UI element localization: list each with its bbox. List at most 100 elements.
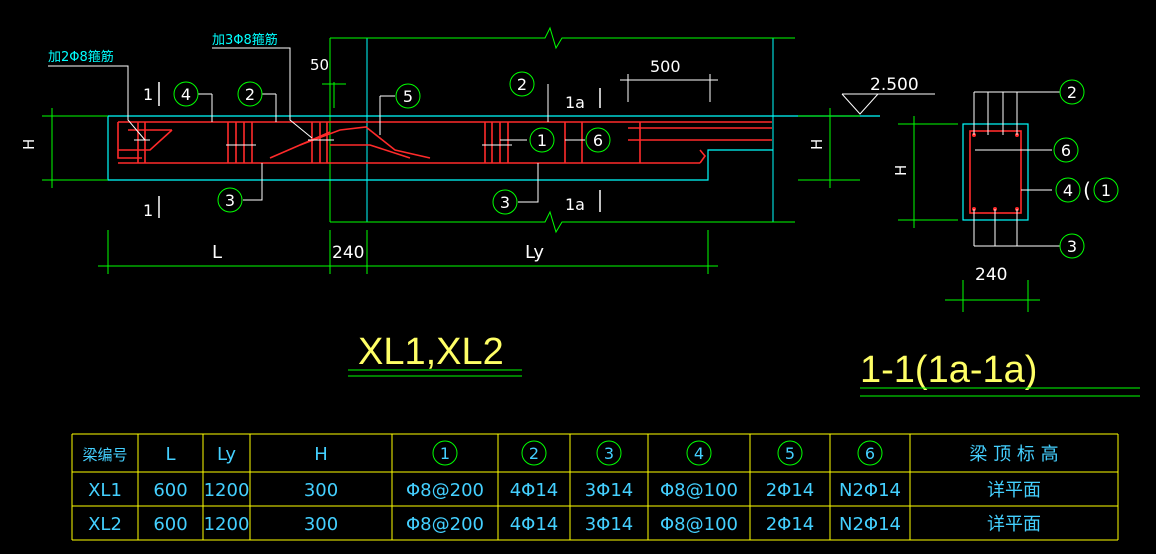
callout-5-text: 5 [403,87,413,106]
dim-bottom [98,230,718,274]
section-marks [158,82,601,218]
dim-Ly-label: Ly [525,242,544,263]
section-callout-4: 4 [1063,181,1073,200]
table-header-cell: 6 [865,444,875,463]
table-cell: Φ8@100 [660,480,738,501]
callout-3b [492,189,518,215]
dim-h-left [42,108,108,188]
section-callout-6: 6 [1061,141,1071,160]
table-header-cell: L [165,444,175,465]
section-title: 1-1(1a-1a) [860,349,1037,391]
table-cell: 详平面 [987,514,1041,535]
table-cell: N2Φ14 [839,480,901,501]
callout-circles [173,71,611,215]
main-title: XL1,XL2 [358,331,504,373]
callout-3 [217,187,243,213]
break-line-top [330,26,795,50]
h-mid-label: H [808,139,826,150]
section-1a-top: 1a [565,93,585,112]
table-cell: XL1 [88,480,122,501]
rebar-bent [269,126,431,159]
h-section-label: H [892,165,910,176]
callout-2-text: 2 [245,85,255,104]
table-header-circle [521,440,547,466]
table-cell: 300 [304,480,338,501]
section-1-top: 1 [143,85,153,104]
table-cell: Φ8@200 [406,514,484,535]
rebar-bent-3 [299,131,331,146]
table-header-cell: 1 [440,444,450,463]
section-dims [898,116,1040,312]
callout-1-text: 1 [537,131,547,150]
callout-4-text: 4 [181,85,191,104]
callout-6 [585,127,611,153]
section-1a-bottom: 1a [565,195,585,214]
section-240-label: 240 [975,265,1007,285]
callout-3-text: 3 [225,191,235,210]
table-header-circle [777,440,803,466]
table-header-cell: 5 [785,444,795,463]
break-line-bottom [330,210,795,234]
table-cell: 300 [304,514,338,535]
section-callout-1: 1 [1101,181,1111,200]
rebar-bent-2 [330,144,411,159]
table-cell: N2Φ14 [839,514,901,535]
beam-outline [107,116,773,181]
dim-500 [620,74,718,102]
callout-6-text: 6 [593,131,603,150]
table-cell: 3Φ14 [585,514,634,535]
section-callout-3: 3 [1067,237,1077,256]
dim-500-label: 500 [650,57,681,76]
callout-4 [173,81,199,107]
dim-50-label: 50 [310,56,329,74]
table-header-cell: H [314,444,328,465]
section-1-bottom: 1 [143,201,153,220]
table-cell: 4Φ14 [510,514,559,535]
table-header-cell: 4 [694,444,704,463]
table-cell: Φ8@200 [406,480,484,501]
beam-elevation: 加2Φ8箍筋 加3Φ8箍筋 50 500 2.500 1 1 1a 1a H H… [20,26,935,377]
table-header-cell: 2 [529,444,539,463]
table-cell: 4Φ14 [510,480,559,501]
elevation-label: 2.500 [870,75,919,95]
section-paren-open: ( [1083,178,1091,202]
stirrup2-label: 加2Φ8箍筋 [48,49,114,65]
table-cell: 1200 [204,514,250,535]
section-leaders [973,91,1060,247]
table-header-circle [596,440,622,466]
table-header-cell: 梁编号 [82,446,127,464]
table-header-cell: Ly [217,444,236,465]
callout-3b-text: 3 [500,193,510,212]
rebar-short-2 [118,129,173,151]
table-cell: 2Φ14 [766,480,815,501]
callout-2 [237,81,263,107]
leader-lines [48,47,585,203]
section-callouts [1053,79,1119,259]
dim-50 [322,82,346,108]
section-view: 2 6 4 ( 1 3 H 240 1-1(1a-1a) [860,79,1140,397]
table-header-circle [857,440,883,466]
callout-1 [529,127,555,153]
table-cell: 详平面 [987,480,1041,501]
table-cell: 1200 [204,480,250,501]
stirrup-ticks [134,139,512,146]
stirrup3-label: 加3Φ8箍筋 [212,32,278,48]
callout-5 [395,83,421,109]
table-header-cell: 3 [604,444,614,463]
table-cell: Φ8@100 [660,514,738,535]
table-header-circle [432,440,458,466]
dim-240-label: 240 [332,243,364,263]
callout-2b [509,71,535,97]
h-left-label: H [20,139,38,150]
rebar-group [117,121,772,164]
table-cell: 600 [153,514,187,535]
table-header-cell: 梁 顶 标 高 [969,444,1058,465]
elevation-marker [841,93,935,115]
dim-h-mid [798,108,860,188]
table-cell: 3Φ14 [585,480,634,501]
dim-L-label: L [212,242,222,263]
table-header-circle [686,440,712,466]
table-cell: 2Φ14 [766,514,815,535]
